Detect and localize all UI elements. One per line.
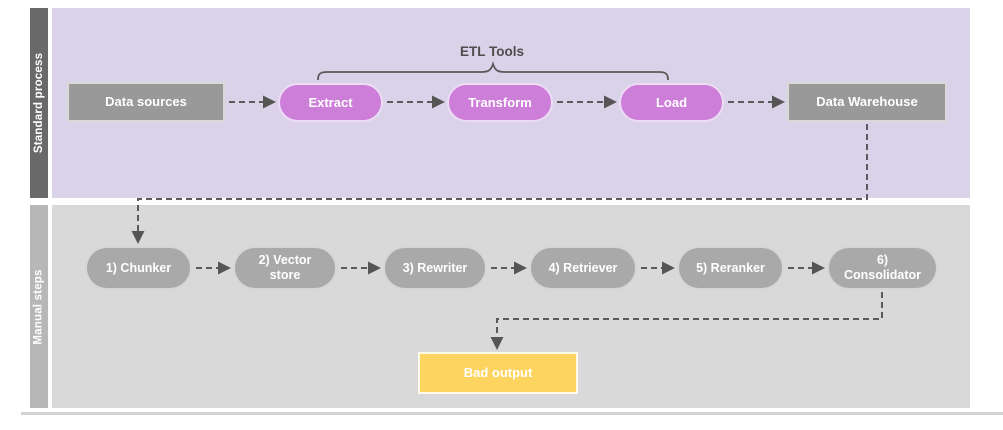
node-chunker: 1) Chunker	[85, 246, 192, 290]
node-rewriter: 3) Rewriter	[383, 246, 487, 290]
node-data-warehouse: Data Warehouse	[787, 82, 947, 122]
lane-label-standard-process: Standard process	[30, 8, 48, 198]
bottom-separator-line	[21, 412, 1003, 415]
node-bad-output: Bad output	[418, 352, 578, 394]
node-extract: Extract	[278, 83, 383, 122]
lane-label-standard-process-text: Standard process	[33, 52, 45, 154]
node-transform: Transform	[447, 83, 553, 122]
node-data-sources: Data sources	[67, 82, 225, 122]
node-reranker: 5) Reranker	[677, 246, 784, 290]
node-load: Load	[619, 83, 724, 122]
node-consolidator: 6) Consolidator	[827, 246, 938, 290]
etl-tools-label: ETL Tools	[460, 44, 524, 59]
node-vector-store: 2) Vector store	[233, 246, 337, 290]
node-retriever: 4) Retriever	[529, 246, 637, 290]
lane-label-manual-steps-text: Manual steps	[33, 268, 46, 345]
lane-label-manual-steps: Manual steps	[30, 205, 48, 408]
